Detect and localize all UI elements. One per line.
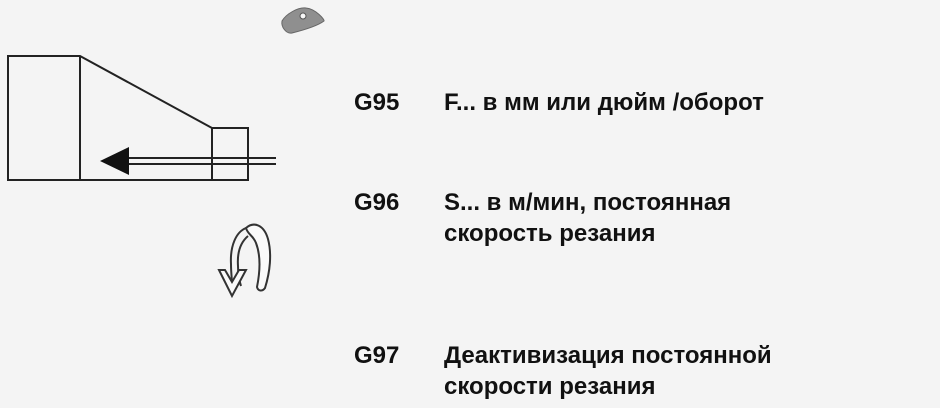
g95-row: G95 F... в мм или дюйм /оборот <box>354 87 764 118</box>
g97-description: Деактивизация постоянной скорости резани… <box>444 340 772 402</box>
feed-direction-arrow-icon <box>100 147 276 175</box>
g95-description-line-1: F... в мм или дюйм /оборот <box>444 89 764 116</box>
g96-row: G96 S... в м/мин, постоянная скорость ре… <box>354 187 731 249</box>
g97-row: G97 Деактивизация постоянной скорости ре… <box>354 340 772 402</box>
g96-description-line-1: S... в м/мин, постоянная <box>444 189 732 216</box>
spindle-rotation-arrow-icon <box>217 223 272 299</box>
code-g97: G97 <box>354 342 400 369</box>
workpiece-outline <box>7 55 249 181</box>
cutting-insert-icon <box>281 7 325 34</box>
g96-description-line-2: скорость резания <box>444 220 656 247</box>
code-g95: G95 <box>354 89 400 116</box>
code-g96: G96 <box>354 189 400 216</box>
g95-description: F... в мм или дюйм /оборот <box>444 87 764 118</box>
g97-description-line-1: Деактивизация постоянной <box>444 342 772 369</box>
g97-description-line-2: скорости резания <box>444 373 656 400</box>
g96-description: S... в м/мин, постоянная скорость резани… <box>444 187 731 249</box>
